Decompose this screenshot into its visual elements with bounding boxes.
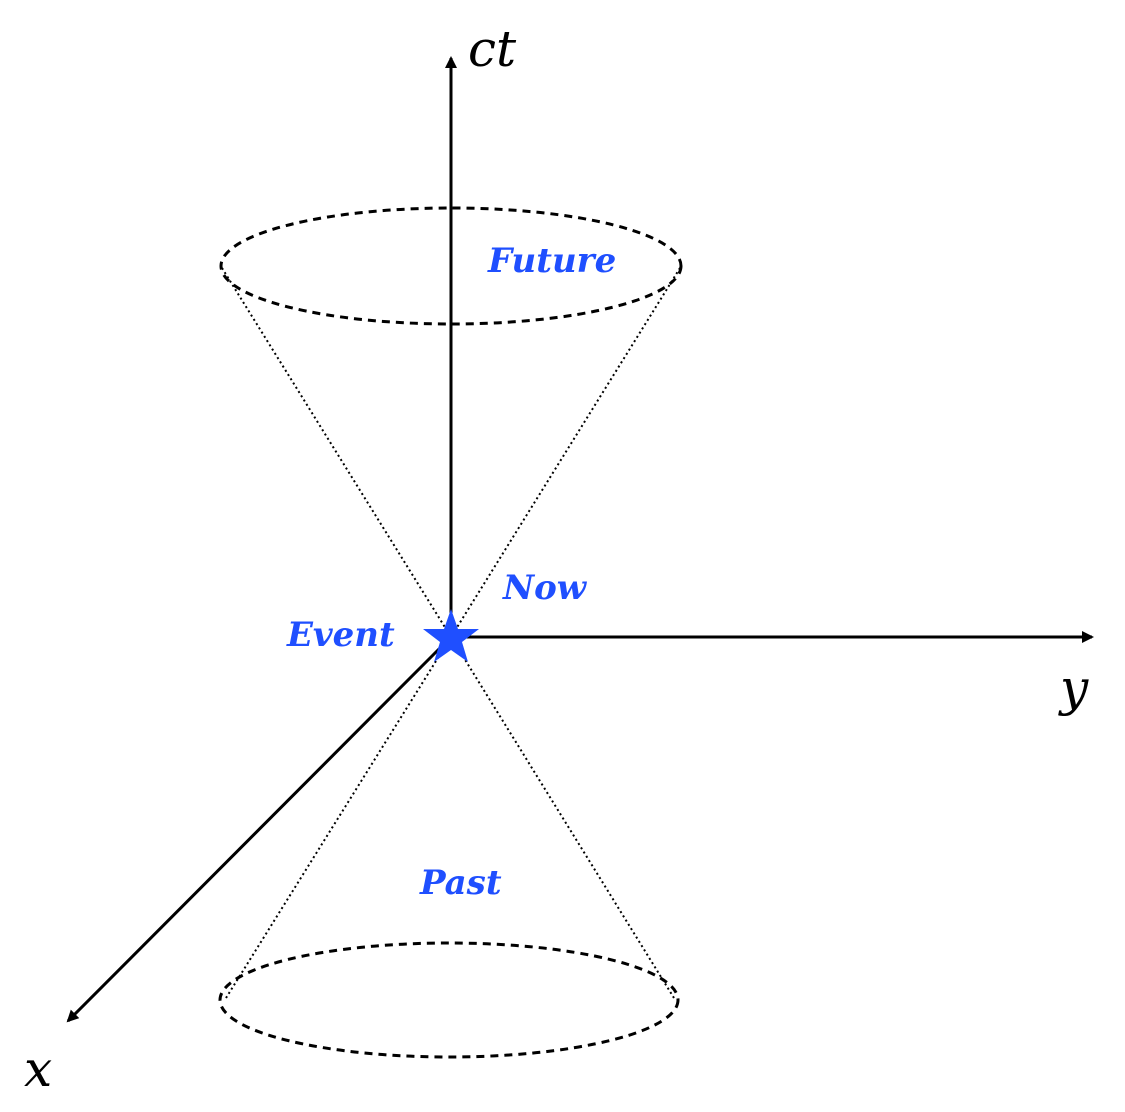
future-cone-left-edge <box>221 267 452 638</box>
future-cone-right-edge <box>450 267 681 638</box>
now-label: Now <box>502 568 588 608</box>
future-label: Future <box>487 241 616 281</box>
past-label: Past <box>419 863 502 903</box>
event-label: Event <box>286 615 395 655</box>
past-cone-right-edge <box>450 636 675 999</box>
future-cone-ellipse <box>219 206 683 326</box>
ct-axis-label: ct <box>468 20 517 78</box>
past-cone-left-edge <box>225 636 452 999</box>
past-cone-ellipse <box>218 941 680 1059</box>
x-axis-label: x <box>24 1040 52 1098</box>
y-axis-label: y <box>1058 659 1089 717</box>
star-icon <box>423 609 479 662</box>
x-axis <box>66 635 453 1023</box>
